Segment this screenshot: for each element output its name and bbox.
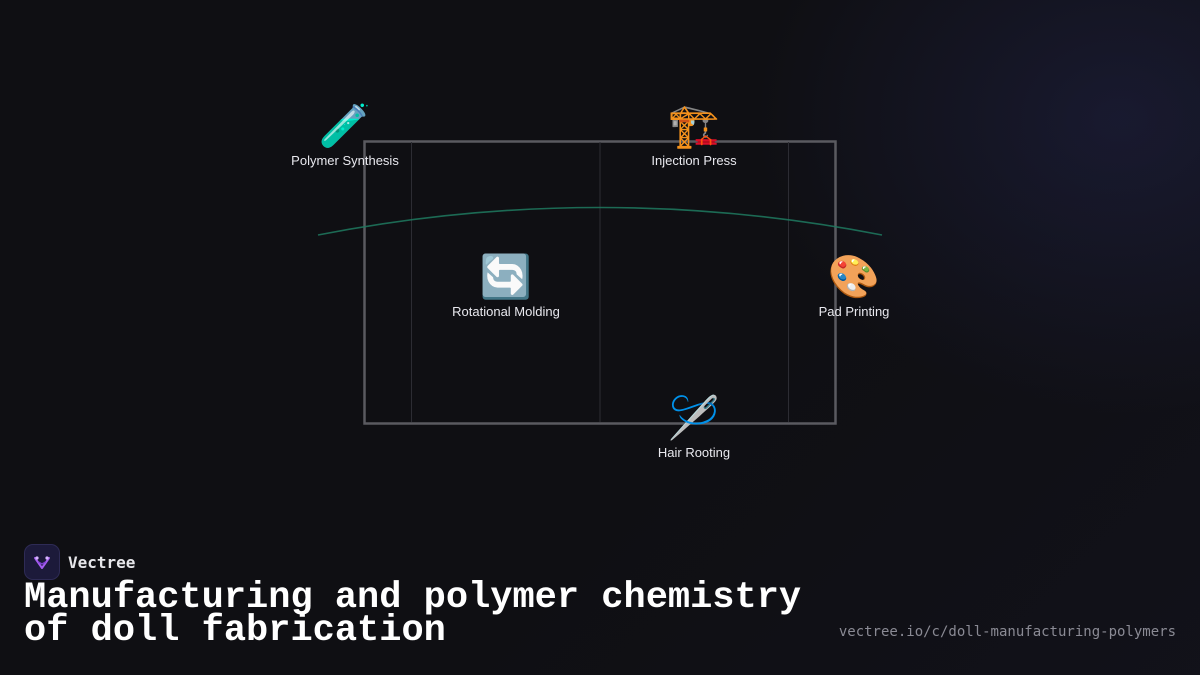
node-label: Injection Press xyxy=(651,153,737,168)
node-polymer-synthesis: 🧪 Polymer Synthesis xyxy=(291,101,399,168)
node-hair-rooting: 🪡 Hair Rooting xyxy=(658,393,730,460)
brand[interactable]: Vectree xyxy=(24,544,135,580)
palette-icon: 🎨 xyxy=(827,253,881,300)
page-url[interactable]: vectree.io/c/doll-manufacturing-polymers xyxy=(838,624,1176,640)
page-title: Manufacturing and polymer chemistry of d… xyxy=(24,577,802,652)
crane-icon: 🏗️ xyxy=(667,102,721,149)
node-pad-printing: 🎨 Pad Printing xyxy=(819,252,890,319)
node-label: Polymer Synthesis xyxy=(291,153,399,168)
node-label: Rotational Molding xyxy=(452,304,560,319)
connector-curve xyxy=(317,206,883,236)
needle-thread-icon: 🪡 xyxy=(667,394,721,441)
test-tube-icon: 🧪 xyxy=(318,102,372,149)
node-label: Pad Printing xyxy=(818,304,890,319)
node-injection-press: 🏗️ Injection Press xyxy=(651,101,736,168)
rotate-arrows-icon: 🔄 xyxy=(479,253,533,300)
node-label: Hair Rooting xyxy=(657,445,731,460)
diagram-frame xyxy=(363,140,837,425)
node-rotational-molding: 🔄 Rotational Molding xyxy=(452,252,560,319)
vectree-logo-icon xyxy=(24,544,60,580)
brand-name: Vectree xyxy=(68,552,136,572)
